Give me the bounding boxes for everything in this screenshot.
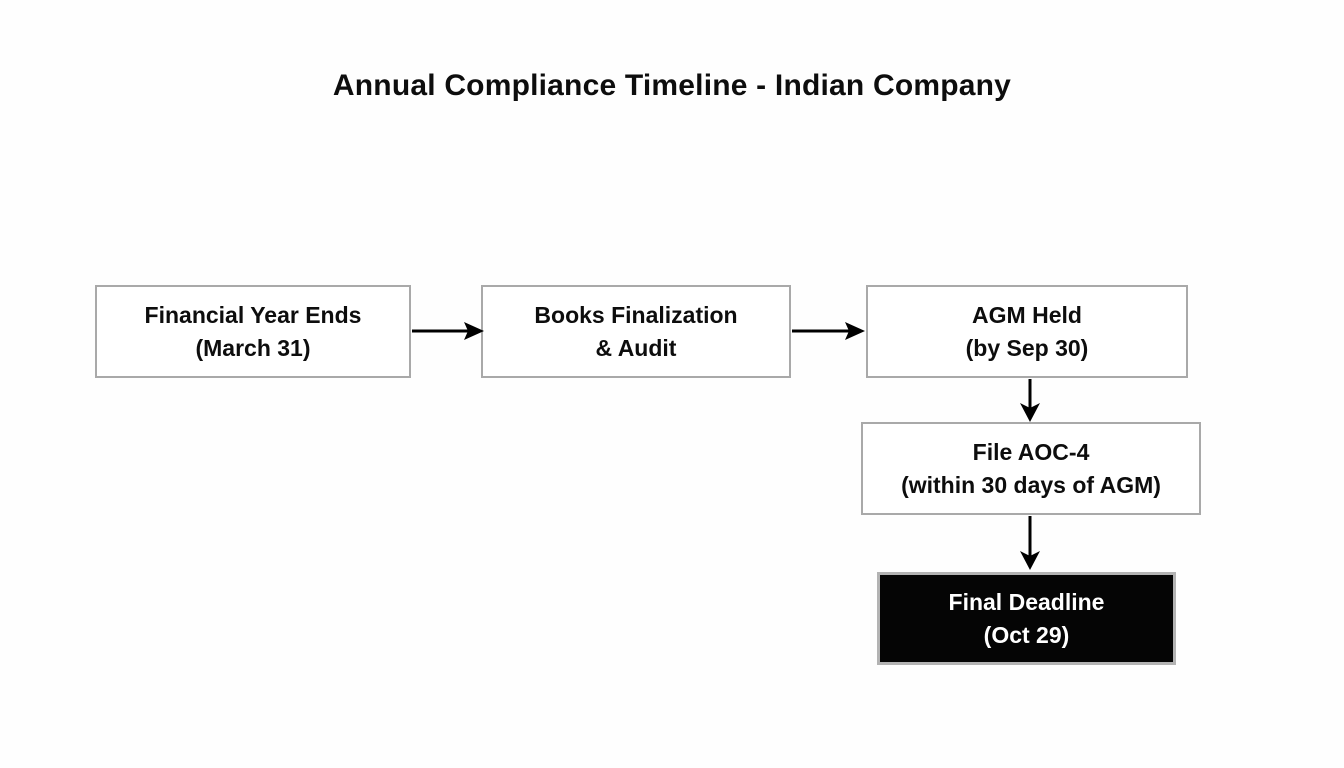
arrow-agm-to-aoc4 (1020, 379, 1040, 422)
flow-node-line2: (Oct 29) (983, 621, 1070, 648)
flow-node-line2: (by Sep 30) (965, 334, 1089, 361)
flow-node-line1: Books Finalization (534, 301, 738, 328)
flow-node-agm-held[interactable]: AGM Held (by Sep 30) (866, 285, 1188, 378)
flow-node-line1: Financial Year Ends (144, 301, 362, 328)
flow-node-final-deadline[interactable]: Final Deadline (Oct 29) (877, 572, 1176, 665)
flow-node-line1: Final Deadline (948, 588, 1105, 615)
flow-node-line1: AGM Held (972, 301, 1082, 328)
flow-node-financial-year-ends[interactable]: Financial Year Ends (March 31) (95, 285, 411, 378)
arrow-aoc4-to-final (1020, 516, 1040, 570)
flow-node-line2: (within 30 days of AGM) (901, 471, 1161, 498)
arrow-fy-end-to-books (412, 322, 484, 340)
flow-node-line2: & Audit (595, 334, 677, 361)
flow-node-line1: File AOC-4 (972, 438, 1090, 465)
flow-node-books-finalization[interactable]: Books Finalization & Audit (481, 285, 791, 378)
page-title: Annual Compliance Timeline - Indian Comp… (332, 69, 1012, 102)
flow-node-file-aoc4[interactable]: File AOC-4 (within 30 days of AGM) (861, 422, 1201, 515)
arrow-books-to-agm (792, 322, 865, 340)
flow-node-line2: (March 31) (195, 334, 311, 361)
